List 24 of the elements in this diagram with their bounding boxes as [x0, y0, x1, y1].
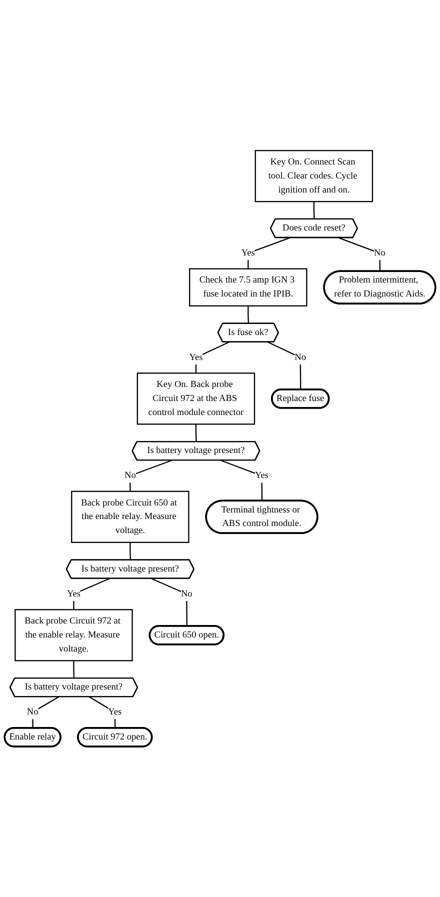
connector: [195, 342, 230, 374]
edge-label: Yes: [189, 352, 203, 362]
node-box: Key On. Connect Scan tool. Clear codes. Cycle ignition off and on.: [254, 150, 374, 202]
connector: [248, 306, 250, 324]
connector: [313, 202, 315, 220]
connector: [338, 237, 381, 272]
connector: [220, 460, 263, 501]
node-box: Check the 7.5 amp IGN 3 fuse located in the IPIB.: [189, 268, 308, 306]
edge-label: Yes: [254, 470, 268, 480]
connector: [195, 424, 197, 442]
connector: [130, 542, 132, 560]
edge-label: Yes: [108, 707, 122, 717]
edge-label: Yes: [66, 588, 80, 599]
node-box: Key On. Back probe Circuit 972 at the ABS control module connector: [136, 372, 256, 425]
connector: [73, 660, 75, 678]
edge-label: No: [180, 588, 192, 599]
edge-label: No: [124, 470, 136, 480]
edge-label: No: [26, 707, 38, 717]
node-box: Back probe Circuit 972 at the enable relay. Measure voltage.: [14, 609, 133, 662]
edge-label: No: [294, 352, 306, 362]
node-box: Back probe Circuit 650 at the enable relay. Measure voltage.: [71, 490, 190, 543]
edge-label: Yes: [241, 248, 255, 258]
edge-label: No: [374, 248, 386, 258]
connector: [130, 460, 172, 492]
